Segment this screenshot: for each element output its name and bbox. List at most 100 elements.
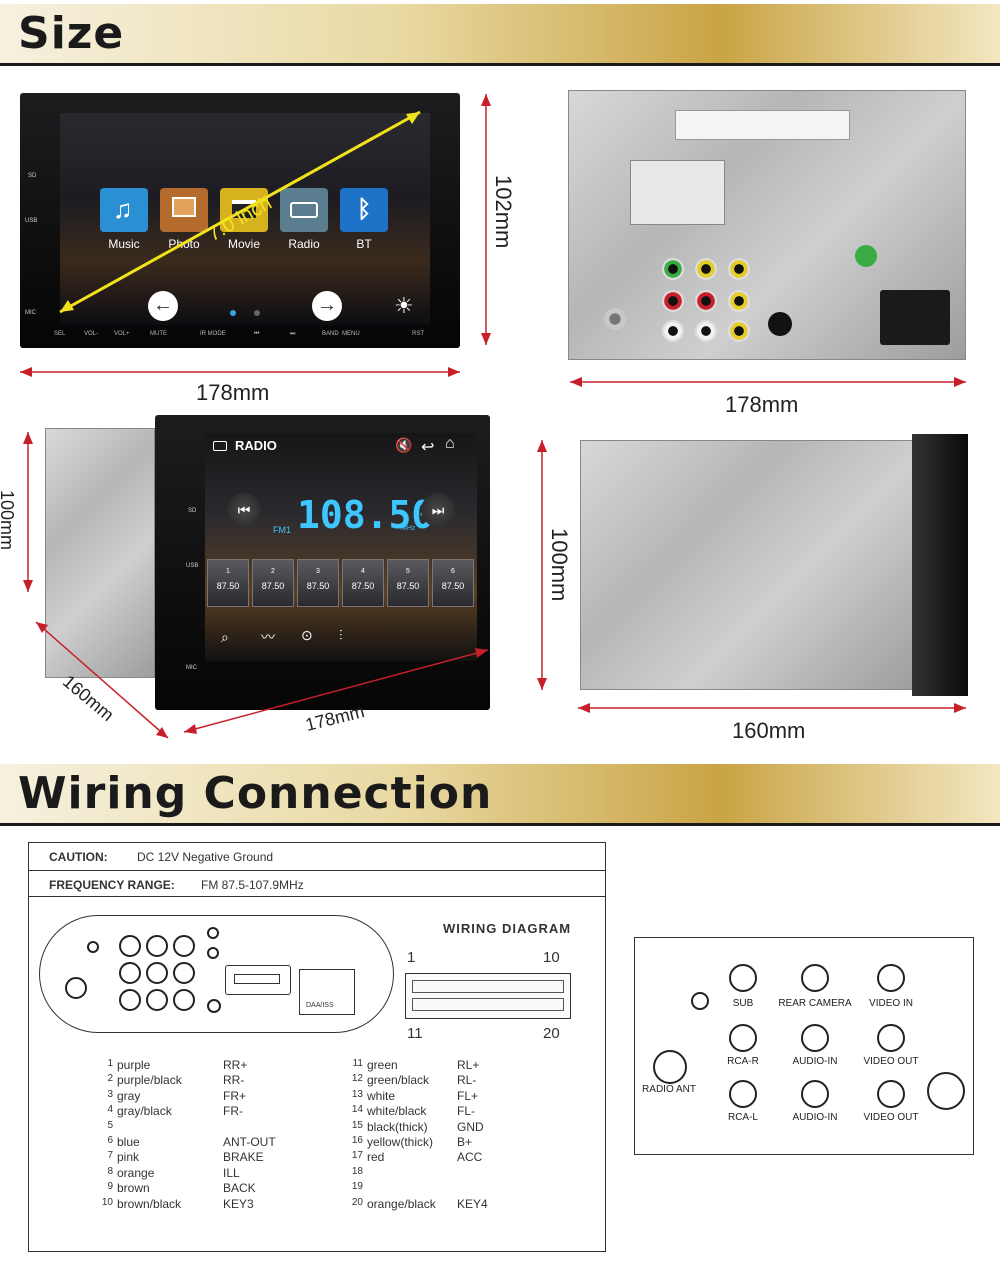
rst-button[interactable]: RST	[412, 331, 424, 337]
rear-outline	[39, 915, 394, 1033]
pin-number: 2	[107, 1073, 113, 1085]
outline-jack	[119, 962, 141, 984]
radio-chassis-side	[45, 428, 155, 678]
signal-icon[interactable]: 〰	[261, 629, 275, 645]
app-tile-radio[interactable]	[280, 188, 328, 232]
ir-mode-button[interactable]: IR MODE	[200, 331, 226, 337]
preset-number: 1	[226, 568, 230, 575]
radio-mode-icon	[213, 441, 227, 451]
pin-function: FL+	[457, 1088, 479, 1103]
pin-number: 12	[351, 1073, 363, 1085]
seek-back-icon: ⏮	[237, 502, 251, 518]
next-page-button[interactable]: →	[312, 291, 342, 321]
preset-frequency: 87.50	[306, 581, 330, 591]
side-label-sd: SD	[28, 173, 37, 179]
rear-antenna-port	[604, 308, 626, 330]
rear-view-panel: 178mm	[530, 80, 1000, 420]
side-label-mic: MIC	[25, 310, 36, 316]
rear-jack-yellow-4	[728, 320, 750, 342]
rear-jack-yellow-3	[728, 290, 750, 312]
arrow-right-icon: →	[317, 294, 337, 316]
band-button[interactable]: BAND	[322, 331, 339, 337]
side-height-label: 100mm	[547, 528, 572, 602]
diagram-title: WIRING DIAGRAM	[443, 921, 572, 936]
wiring-title: Wiring Connection	[18, 768, 493, 819]
vol-up-button[interactable]: VOL+	[114, 331, 130, 337]
sel-button[interactable]: SEL	[54, 331, 66, 337]
pin-number: 1	[107, 1058, 113, 1069]
rca-large-jack	[927, 1072, 965, 1110]
preset-number: 5	[406, 568, 410, 575]
search-icon[interactable]: ⌕	[221, 629, 229, 645]
rear-iso-connector	[880, 290, 950, 345]
preset-frequency: 87.50	[441, 581, 465, 591]
rca-video-out-2-label: VIDEO OUT	[863, 1112, 919, 1123]
mute-button[interactable]: MUTE	[150, 331, 167, 337]
back-icon[interactable]: ↩	[421, 439, 435, 456]
front-button-row: SEL VOL- VOL+ MUTE IR MODE ⏮ ⏭ BAND MENU…	[50, 331, 430, 343]
rca-video-out-1-jack	[877, 1024, 905, 1052]
prev-track-button[interactable]: ⏮	[254, 331, 260, 337]
arrow-left-icon: ←	[153, 294, 173, 316]
pin-number: 14	[351, 1104, 363, 1116]
pin-number: 4	[107, 1104, 113, 1116]
rear-jack-white-1	[662, 320, 684, 342]
rca-diagram: SUB REAR CAMERA VIDEO IN RCA-R AUDIO-IN …	[634, 937, 974, 1155]
pin-number: 17	[351, 1150, 363, 1162]
frequency-display: 108.50	[297, 493, 435, 537]
rca-video-in-jack	[877, 964, 905, 992]
outline-port-b	[207, 947, 219, 959]
equalizer-icon[interactable]: ⫶	[339, 627, 343, 643]
pin-top-right: 10	[543, 949, 560, 966]
seek-back-button[interactable]: ⏮	[227, 493, 261, 527]
pin-function: ANT-OUT	[223, 1135, 276, 1149]
mute-icon[interactable]: 🔇	[395, 437, 413, 453]
seek-forward-button[interactable]: ⏭	[421, 493, 455, 527]
side-label-usb: USB	[25, 218, 38, 224]
rear-sticker	[675, 110, 850, 140]
frequency-text: FM 87.5-107.9MHz	[201, 878, 304, 892]
preset-number: 4	[361, 568, 365, 575]
pin-wire-color: white	[367, 1088, 396, 1103]
app-tile-bt[interactable]: ᛒ	[340, 188, 388, 232]
vol-down-button[interactable]: VOL-	[84, 331, 99, 337]
pin-number: 8	[107, 1165, 113, 1177]
outline-ant-port	[65, 977, 87, 999]
diagonal-arrow	[20, 94, 491, 377]
caution-row: CAUTION: DC 12V Negative Ground	[29, 843, 605, 871]
prev-page-button[interactable]: ←	[148, 291, 178, 321]
app-tile-photo[interactable]	[160, 188, 208, 232]
pin-wire-color: purple	[117, 1058, 151, 1072]
rear-ground-sticker	[855, 245, 877, 267]
radio-dimension-arrows	[23, 432, 489, 739]
pin-wire-color: orange/black	[367, 1196, 436, 1211]
app-label-movie: Movie	[227, 237, 260, 251]
radio-icon	[290, 202, 318, 218]
pin-number: 16	[351, 1135, 363, 1146]
front-screen: ♫ ᛒ Music Photo Movie Radio BT ←	[60, 113, 430, 325]
bluetooth-icon: ᛒ	[357, 196, 372, 223]
pin-function: RL+	[457, 1058, 480, 1072]
pin-wire-color: gray	[117, 1088, 141, 1103]
next-track-button[interactable]: ⏭	[290, 331, 296, 337]
preset-number: 6	[451, 568, 455, 575]
menu-button[interactable]: MENU	[342, 331, 360, 337]
brightness-icon[interactable]: ☀	[394, 293, 414, 318]
pin-number: 3	[107, 1088, 113, 1100]
rca-l-label: RCA-L	[727, 1112, 758, 1123]
stereo-icon[interactable]: ⊙	[301, 627, 313, 643]
app-tile-music[interactable]: ♫	[100, 188, 148, 232]
home-icon[interactable]: ⌂	[445, 435, 455, 452]
